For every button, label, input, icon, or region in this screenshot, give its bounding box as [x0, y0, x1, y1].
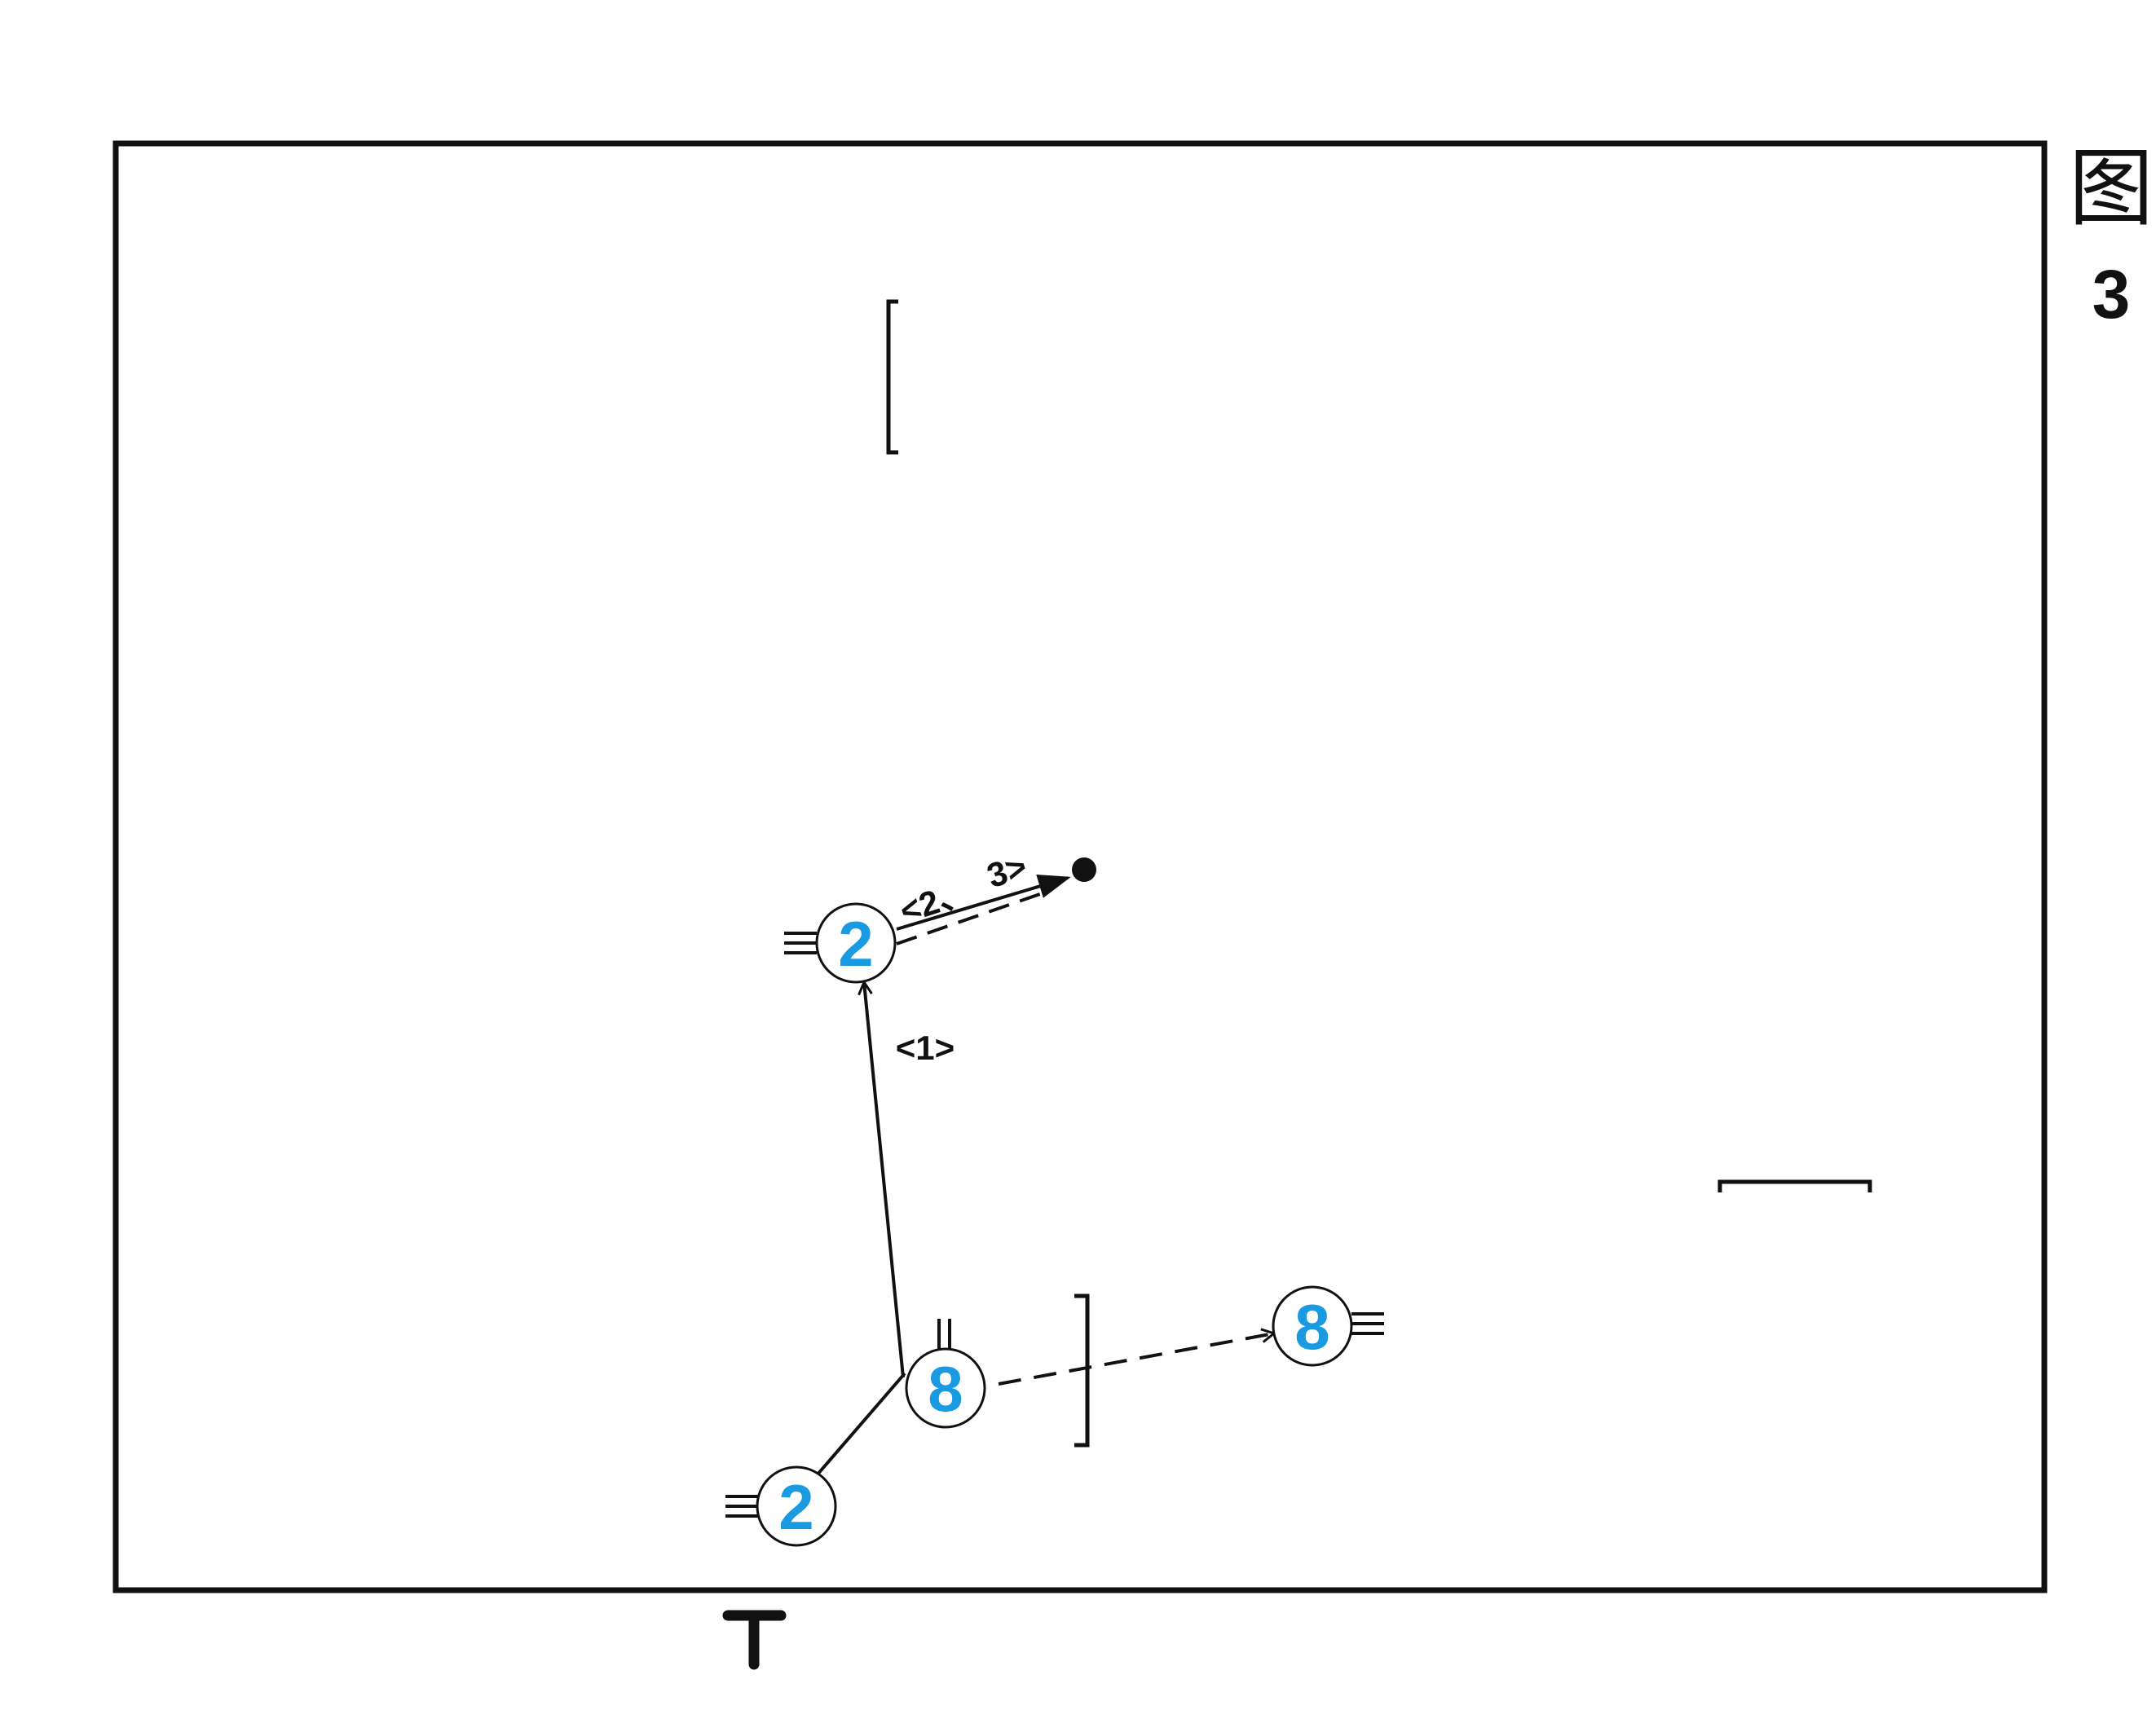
player-number: 8 [928, 1353, 963, 1425]
move-line-top2-dashed [896, 888, 1052, 945]
player-number: 2 [778, 1471, 813, 1543]
player-number: 2 [838, 908, 873, 980]
player-facing-marks [937, 1319, 951, 1349]
move-line-top2-solid [896, 874, 1071, 931]
t-marker-icon [722, 1610, 787, 1670]
player-2-top: 2 [784, 902, 897, 984]
figure-title-char: 图 [2069, 139, 2154, 238]
circle-player-icon [905, 1347, 986, 1429]
move-line-8-to-top2 [864, 982, 905, 1378]
player-number: 8 [1294, 1291, 1329, 1363]
step-label-1: <1> [896, 1029, 955, 1067]
circle-player-icon [756, 1465, 837, 1547]
ball-dot-icon [1072, 857, 1096, 882]
step-label-3: 3> [982, 847, 1031, 895]
player-2-bottom: 2 [725, 1465, 837, 1547]
circle-player-icon [815, 902, 897, 984]
court-boundary [112, 140, 2048, 1593]
pass-line-8-to-right8 [998, 1333, 1274, 1386]
player-facing-marks [784, 932, 817, 954]
bracket-marker-top [886, 299, 898, 455]
circle-player-icon [1272, 1285, 1353, 1367]
bracket-marker-middle [1074, 1293, 1090, 1448]
player-facing-marks [1351, 1312, 1384, 1335]
figure-number: 3 [2092, 256, 2131, 333]
move-line-bottom2-to-8 [815, 1372, 906, 1477]
player-8-center: 8 [905, 1319, 986, 1429]
player-facing-marks [725, 1495, 758, 1518]
bracket-marker-right [1717, 1179, 1872, 1192]
player-8-right: 8 [1272, 1285, 1384, 1367]
